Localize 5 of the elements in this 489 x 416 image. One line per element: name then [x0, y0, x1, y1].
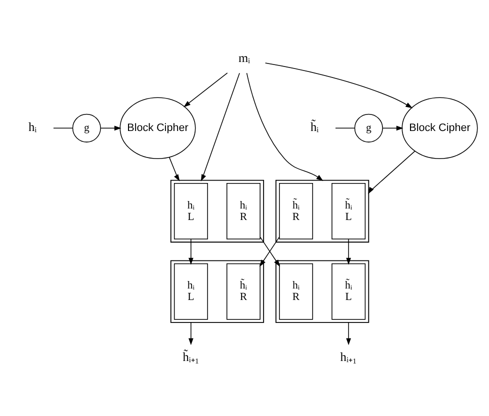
node-text: h̃ᵢ [310, 120, 319, 134]
node-text: mᵢ [238, 50, 250, 64]
node-text: hᵢ [28, 120, 37, 134]
node-text: h̃ᵢ₊₁ [182, 349, 200, 364]
node-text: hᵢ₊₁ [340, 349, 357, 364]
